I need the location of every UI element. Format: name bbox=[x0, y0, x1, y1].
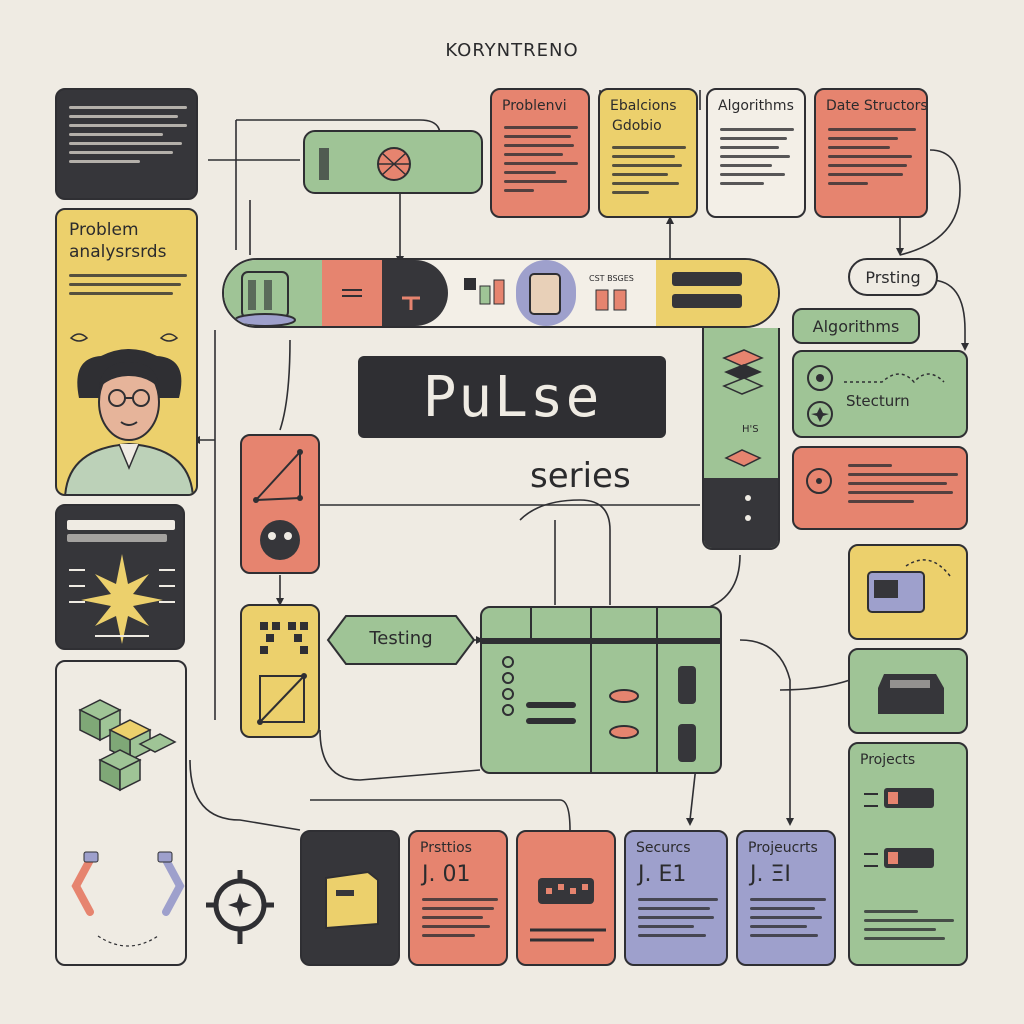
card-pixel bbox=[516, 830, 616, 966]
device-icon bbox=[867, 559, 951, 613]
securcs-number: J. E1 bbox=[638, 862, 687, 887]
center-title-box: PuLse bbox=[358, 356, 666, 438]
card-problem: Problenvi bbox=[490, 88, 590, 218]
bottom-left-frame bbox=[55, 660, 187, 966]
card-yellow-device bbox=[848, 544, 968, 640]
card-dark-box bbox=[300, 830, 400, 966]
grid-diagram-icon bbox=[257, 622, 308, 725]
testing-label: Testing bbox=[369, 628, 433, 649]
strip-label: CST BSGES bbox=[589, 274, 634, 283]
card-data-structures: Date Structors bbox=[814, 88, 928, 218]
pixel-controller-icon bbox=[530, 878, 606, 942]
isometric-blocks-icon bbox=[78, 699, 177, 792]
stack-icons bbox=[722, 349, 764, 521]
box-icon bbox=[878, 674, 944, 714]
block-components bbox=[502, 656, 696, 762]
stecturn-title: Stecturn bbox=[846, 392, 910, 410]
center-green-block bbox=[480, 606, 722, 774]
strip-icons bbox=[234, 271, 742, 326]
card-data-structures-title: Date Structors bbox=[826, 98, 928, 114]
component-icon bbox=[319, 147, 411, 181]
card-ebalcions: Ebalcions Gdobio bbox=[598, 88, 698, 218]
card-yellow-diagram bbox=[240, 604, 320, 738]
card-securcs: Securcs J. E1 bbox=[624, 830, 728, 966]
prsttios-number: J. 01 bbox=[422, 862, 471, 887]
hs-label: H'S bbox=[742, 424, 759, 435]
problem-analysis-title: Problem bbox=[69, 220, 139, 240]
prsting-label: Prsting bbox=[848, 258, 938, 296]
cable-brackets-icon bbox=[71, 851, 185, 947]
top-component-pill bbox=[303, 130, 483, 194]
card-dark-chart bbox=[55, 504, 185, 650]
card-problem-analysis: Problem analysrsrds bbox=[55, 208, 198, 496]
card-prsttios: Prsttios J. 01 bbox=[408, 830, 508, 966]
burst-chart-icon bbox=[69, 554, 175, 644]
note-text-lines bbox=[69, 106, 187, 163]
card-green-device bbox=[848, 648, 968, 734]
testing-label-shape: Testing bbox=[326, 614, 476, 666]
projeucts-title: Projeucrts bbox=[748, 840, 818, 856]
center-title: PuLse bbox=[422, 364, 602, 430]
projeucts-number: J. ΞI bbox=[750, 862, 791, 887]
prsttios-title: Prsttios bbox=[420, 840, 472, 856]
card-coral-triangle bbox=[240, 434, 320, 574]
projects-blocks-icon bbox=[864, 788, 934, 868]
header-title: KORYNTRENO bbox=[445, 40, 579, 61]
card-stecturn: Stecturn bbox=[792, 350, 968, 438]
algorithms-pill: Algorithms bbox=[792, 308, 920, 344]
card-projects-side: Projects bbox=[848, 742, 968, 966]
projects-side-title: Projects bbox=[860, 752, 916, 768]
card-problem-title: Problenvi bbox=[502, 98, 567, 114]
center-subtitle: series bbox=[530, 456, 631, 496]
icon-strip: CST BSGES bbox=[222, 258, 780, 328]
right-vertical-column: H'S bbox=[702, 328, 780, 550]
problem-analysis-subtitle: analysrsrds bbox=[69, 242, 167, 262]
person-illustration bbox=[64, 333, 194, 494]
stecturn-graph bbox=[807, 365, 945, 427]
coral-card-icon bbox=[806, 468, 832, 494]
top-left-note-card bbox=[55, 88, 198, 200]
triangle-icon bbox=[253, 449, 303, 560]
card-ebalcions-subtitle: Gdobio bbox=[612, 118, 662, 134]
securcs-title: Securcs bbox=[636, 840, 691, 856]
gear-icon bbox=[206, 870, 274, 944]
card-coral-right bbox=[792, 446, 968, 530]
card-algorithms-title: Algorithms bbox=[718, 98, 794, 114]
card-ebalcions-title: Ebalcions bbox=[610, 98, 677, 114]
card-algorithms: Algorithms bbox=[706, 88, 806, 218]
card-projeucts: Projeucrts J. ΞI bbox=[736, 830, 836, 966]
package-icon bbox=[325, 870, 379, 930]
